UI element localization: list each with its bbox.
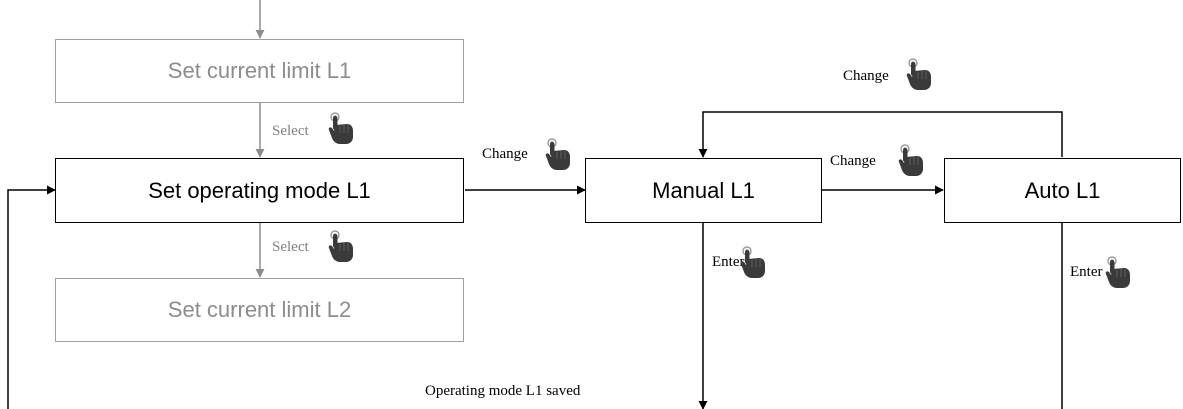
pointing-hand-icon xyxy=(545,138,570,170)
pointing-hand-icon xyxy=(1105,256,1130,288)
arrow-return-to-operating-mode xyxy=(7,185,56,409)
pointing-hand-icon xyxy=(740,246,765,278)
node-set-current-limit-l1: Set current limit L1 xyxy=(55,39,464,103)
label-operating-mode-saved: Operating mode L1 saved xyxy=(425,383,581,399)
label-select-bottom: Select xyxy=(272,239,309,255)
node-manual-l1: Manual L1 xyxy=(585,158,822,223)
label-change-to-manual: Change xyxy=(482,146,528,162)
label-change-auto-to-manual: Change xyxy=(843,68,889,84)
label-select-top: Select xyxy=(272,123,309,139)
label-enter-manual: Enter xyxy=(712,254,745,270)
arrow-auto-back-to-manual xyxy=(698,111,1063,158)
label-change-manual-to-auto: Change xyxy=(830,153,876,169)
pointing-hand-icon xyxy=(328,230,353,262)
pointing-hand-icon xyxy=(898,144,923,176)
node-auto-l1: Auto L1 xyxy=(944,158,1181,223)
pointing-hand-icon xyxy=(906,58,931,90)
node-set-current-limit-l2: Set current limit L2 xyxy=(55,278,464,342)
pointing-hand-icon xyxy=(328,112,353,144)
node-set-operating-mode-l1: Set operating mode L1 xyxy=(55,158,464,223)
label-enter-auto: Enter xyxy=(1070,264,1103,280)
